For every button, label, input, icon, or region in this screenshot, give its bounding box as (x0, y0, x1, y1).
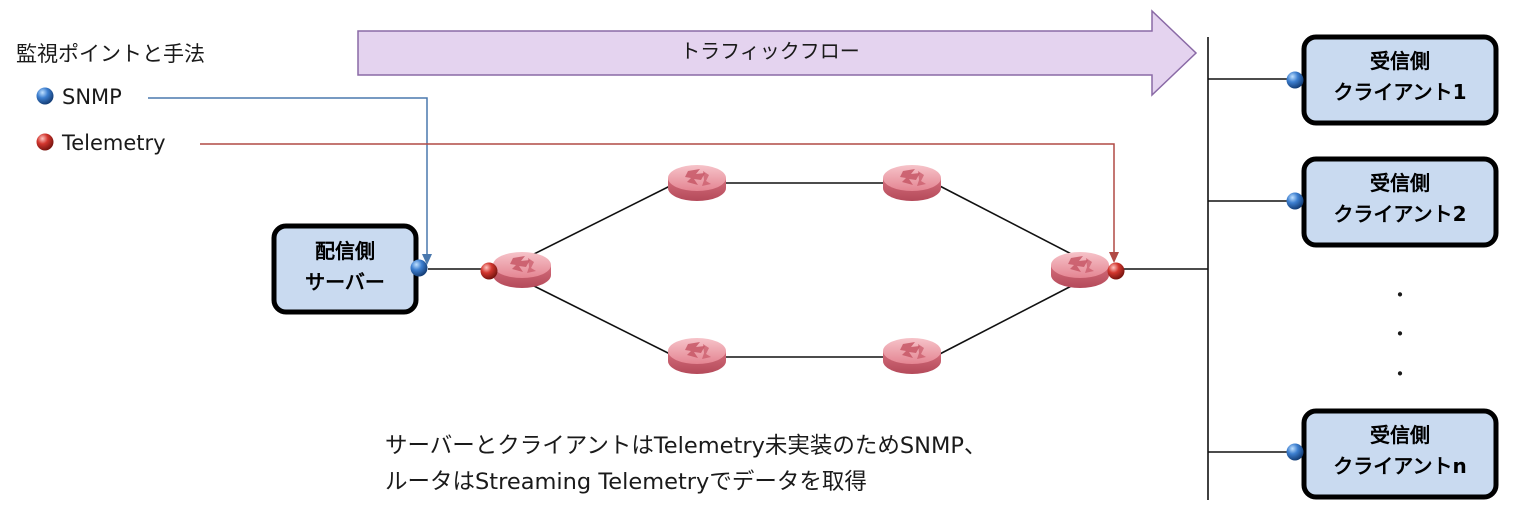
telemetry-legend-icon (36, 133, 54, 151)
client-bus (1207, 37, 1296, 500)
blue-dot-icon (1286, 71, 1304, 89)
blue-dot-icon (1286, 443, 1304, 461)
client2-label-line2: クライアント2 (1333, 202, 1466, 226)
router-icon (1051, 252, 1109, 288)
legend-snmp-label: SNMP (62, 85, 122, 109)
blue-dot-icon (410, 259, 428, 277)
client1-label-line2: クライアント1 (1333, 80, 1466, 104)
ellipsis-dot: ・ (1390, 362, 1410, 386)
router-icon (668, 338, 726, 374)
blue-dot-icon (1286, 192, 1304, 210)
server-label-line1: 配信側 (315, 239, 375, 263)
ellipsis-dot: ・ (1390, 322, 1410, 346)
network-links (428, 182, 1208, 358)
red-dot-icon (1107, 262, 1125, 280)
client-box-1 (1301, 34, 1499, 126)
legend-telemetry-label: Telemetry (61, 131, 166, 155)
client2-label-line1: 受信側 (1370, 171, 1430, 195)
clientn-label-line1: 受信側 (1370, 423, 1430, 447)
telemetry-arrowhead-icon (1109, 252, 1119, 263)
snmp-legend-icon (36, 87, 54, 105)
router-icon (883, 338, 941, 374)
router-icon (493, 252, 551, 288)
telemetry-pointer-line (200, 143, 1115, 254)
router-icon (668, 165, 726, 201)
snmp-pointer-line (148, 97, 428, 256)
red-dot-icon (480, 262, 498, 280)
client1-label-line1: 受信側 (1370, 49, 1430, 73)
snmp-arrowhead-icon (422, 254, 432, 265)
server-label-line2: サーバー (305, 270, 385, 294)
note-line1: サーバーとクライアントはTelemetry未実装のためSNMP、 (385, 433, 986, 459)
router-icon (883, 165, 941, 201)
note-line2: ルータはStreaming Telemetryでデータを取得 (385, 469, 867, 495)
client-box-2 (1301, 156, 1499, 248)
traffic-flow-arrow (357, 9, 1198, 97)
client-box-n (1301, 408, 1499, 500)
ellipsis-dot: ・ (1390, 283, 1410, 307)
traffic-flow-label: トラフィックフロー (680, 39, 860, 63)
clientn-label-line2: クライアントn (1333, 454, 1466, 478)
legend-title: 監視ポイントと手法 (16, 42, 205, 66)
